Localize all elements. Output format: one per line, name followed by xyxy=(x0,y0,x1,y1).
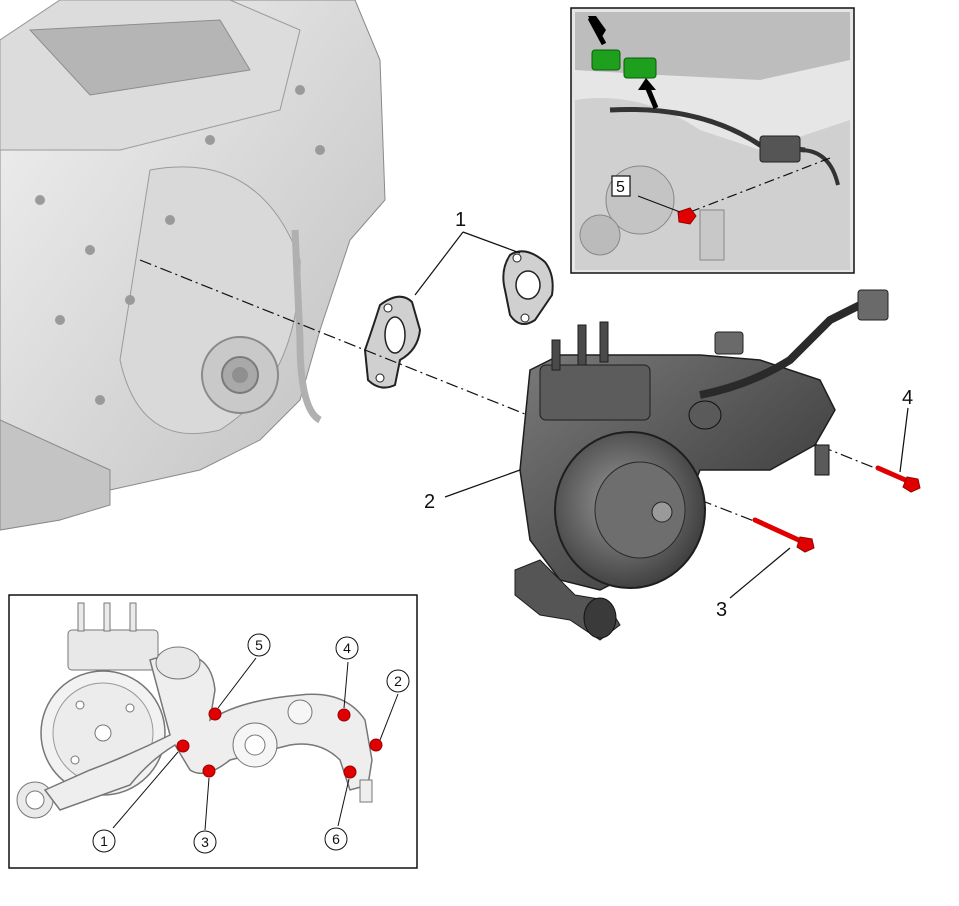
bolt-front xyxy=(752,517,815,553)
connector-2-icon xyxy=(623,57,657,79)
detail-top-bolt-label: 5 xyxy=(616,179,625,196)
detail-label-2: 2 xyxy=(394,673,402,689)
callout-gasket: 1 xyxy=(455,209,466,231)
detail-label-6: 6 xyxy=(332,831,340,847)
detail-label-4: 4 xyxy=(343,640,351,656)
gasket-lower xyxy=(363,295,422,389)
engine-block xyxy=(0,0,386,531)
callout-water-pump: 2 xyxy=(424,491,435,513)
fastener-4-icon xyxy=(337,708,351,722)
callout-leaders xyxy=(414,231,909,599)
detail-inset-bottom: 1 2 3 4 5 6 xyxy=(8,594,418,869)
callout-bolt-front: 3 xyxy=(716,599,727,621)
fastener-6-icon xyxy=(343,765,357,779)
detail-inset-top: 5 xyxy=(570,7,855,274)
water-pump-assembly xyxy=(514,289,889,641)
bolt-rear xyxy=(875,465,921,493)
fastener-5-icon xyxy=(208,707,222,721)
arrow-up-icon xyxy=(638,78,656,90)
fastener-2-icon xyxy=(369,738,383,752)
fastener-1-icon xyxy=(176,739,190,753)
connector-1-icon xyxy=(591,49,621,71)
fastener-3-icon xyxy=(202,764,216,778)
detail-label-3: 3 xyxy=(201,834,209,850)
detail-label-5: 5 xyxy=(255,637,263,653)
callout-bolt-rear: 4 xyxy=(902,387,913,409)
detail-label-1: 1 xyxy=(100,833,108,849)
gasket-upper xyxy=(502,250,554,325)
